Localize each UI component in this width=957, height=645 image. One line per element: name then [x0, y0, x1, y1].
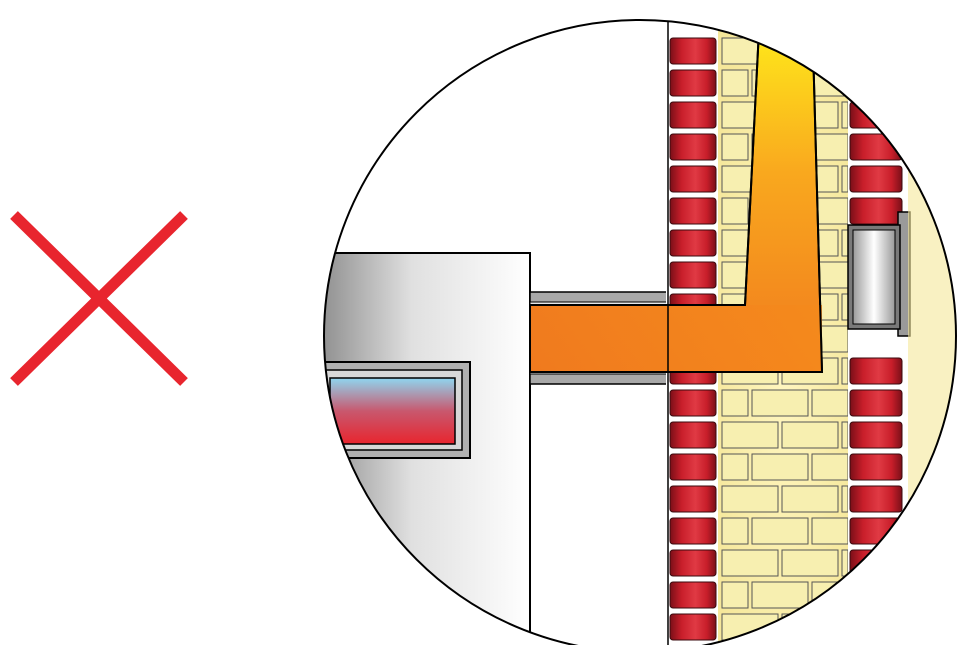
light-brick: [781, 485, 839, 513]
red-brick: [849, 549, 903, 577]
light-brick: [721, 133, 749, 161]
light-brick: [811, 581, 849, 609]
light-brick: [721, 197, 749, 225]
magnifier-circle: [323, 19, 957, 645]
red-brick: [669, 389, 717, 417]
red-brick: [849, 517, 903, 545]
red-brick: [849, 453, 903, 481]
light-brick: [841, 549, 849, 577]
light-brick: [721, 613, 779, 641]
light-brick: [841, 101, 849, 129]
red-brick: [669, 165, 717, 193]
light-brick: [721, 549, 779, 577]
light-brick: [841, 357, 849, 385]
light-brick: [721, 453, 749, 481]
red-brick: [669, 101, 717, 129]
light-brick: [721, 389, 749, 417]
appliance-window: [329, 377, 456, 445]
red-brick: [669, 229, 717, 257]
red-brick: [849, 165, 903, 193]
light-brick: [811, 389, 849, 417]
red-brick: [849, 389, 903, 417]
light-brick: [781, 549, 839, 577]
light-brick: [751, 517, 809, 545]
light-brick: [811, 453, 849, 481]
light-brick: [781, 421, 839, 449]
light-brick: [721, 421, 779, 449]
red-brick: [849, 485, 903, 513]
light-brick: [721, 517, 749, 545]
red-x-cross-icon: [10, 211, 188, 386]
magnified-detail-view: [324, 20, 956, 645]
air-vent-icon: [847, 211, 911, 337]
light-brick: [721, 485, 779, 513]
light-brick: [841, 165, 849, 193]
flue-pipe: [529, 20, 824, 373]
appliance-body: [324, 252, 531, 645]
red-brick: [669, 549, 717, 577]
red-brick: [669, 581, 717, 609]
red-brick: [849, 581, 903, 609]
red-brick: [669, 485, 717, 513]
light-brick: [721, 69, 749, 97]
red-brick: [669, 69, 717, 97]
light-brick: [751, 453, 809, 481]
light-brick: [841, 229, 849, 257]
light-brick: [781, 613, 839, 641]
red-brick: [849, 197, 903, 225]
light-brick: [841, 37, 849, 65]
red-brick: [669, 37, 717, 65]
light-brick: [721, 581, 749, 609]
light-brick: [811, 517, 849, 545]
red-brick: [669, 421, 717, 449]
light-brick: [751, 389, 809, 417]
red-brick: [669, 197, 717, 225]
light-brick: [841, 293, 849, 321]
red-brick: [849, 421, 903, 449]
red-brick: [669, 517, 717, 545]
red-brick: [669, 453, 717, 481]
light-brick: [751, 581, 809, 609]
light-brick: [841, 613, 849, 641]
red-brick: [669, 613, 717, 641]
light-brick: [721, 261, 749, 289]
light-brick: [811, 133, 849, 161]
light-brick: [841, 421, 849, 449]
light-brick: [841, 485, 849, 513]
red-brick: [849, 613, 903, 641]
red-brick: [669, 261, 717, 289]
red-brick: [669, 133, 717, 161]
red-brick: [849, 357, 903, 385]
